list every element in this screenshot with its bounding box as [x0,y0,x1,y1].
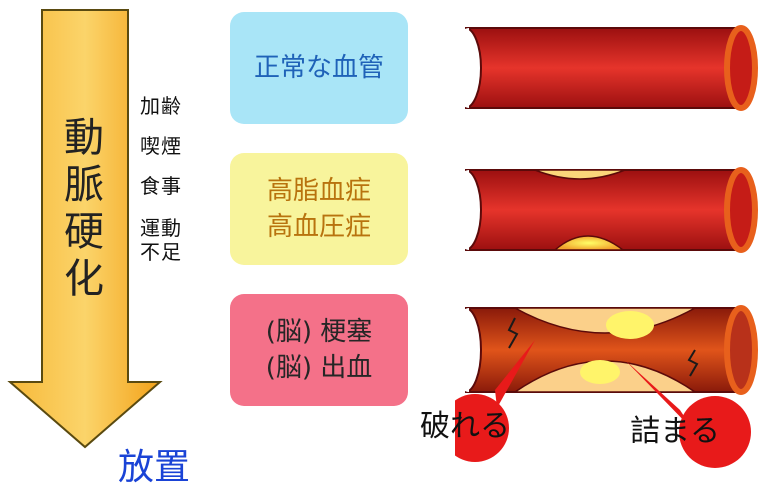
blockage-label: 詰まる [630,414,720,449]
rupture-label: 破れる [420,409,510,444]
vessel-narrowed [455,167,758,253]
arrow-label-char-2: 脈 [64,162,104,208]
risk-factor-exercise: 運動 [140,216,182,240]
stage-box-stroke: (脳) 梗塞 (脳) 出血 [230,294,408,406]
stage-hyper-line-2: 高血圧症 [266,212,371,242]
vessel-normal [455,25,758,111]
blockage-callout-bubble [625,360,751,468]
risk-factor-smoking: 喫煙 [140,134,182,158]
stage-normal-line-1: 正常な血管 [253,53,384,83]
rupture-callout-bubble [455,340,535,462]
risk-factor-aging: 加齢 [140,94,182,118]
risk-factor-diet: 食事 [140,174,182,198]
arrow-label-char-3: 硬 [64,209,104,255]
stage-box-hyperlipidemia: 高脂血症 高血圧症 [230,153,408,265]
stage-box-normal: 正常な血管 [230,12,408,124]
down-arrow-icon [7,9,163,449]
arrow-label-char-1: 動 [64,115,104,161]
crack-icon [687,349,699,377]
vessel-blocked [455,305,758,395]
stage-stroke-line-1: (脳) 梗塞 [265,317,373,347]
stage-hyper-line-1: 高脂血症 [266,176,371,206]
crack-icon [507,317,519,349]
neglect-label: 放置 [118,447,191,488]
blood-vessel-illustrations [455,25,758,468]
risk-factor-lack: 不足 [140,240,182,264]
stage-stroke-line-2: (脳) 出血 [265,353,373,383]
arrow-label-char-4: 化 [64,256,104,302]
